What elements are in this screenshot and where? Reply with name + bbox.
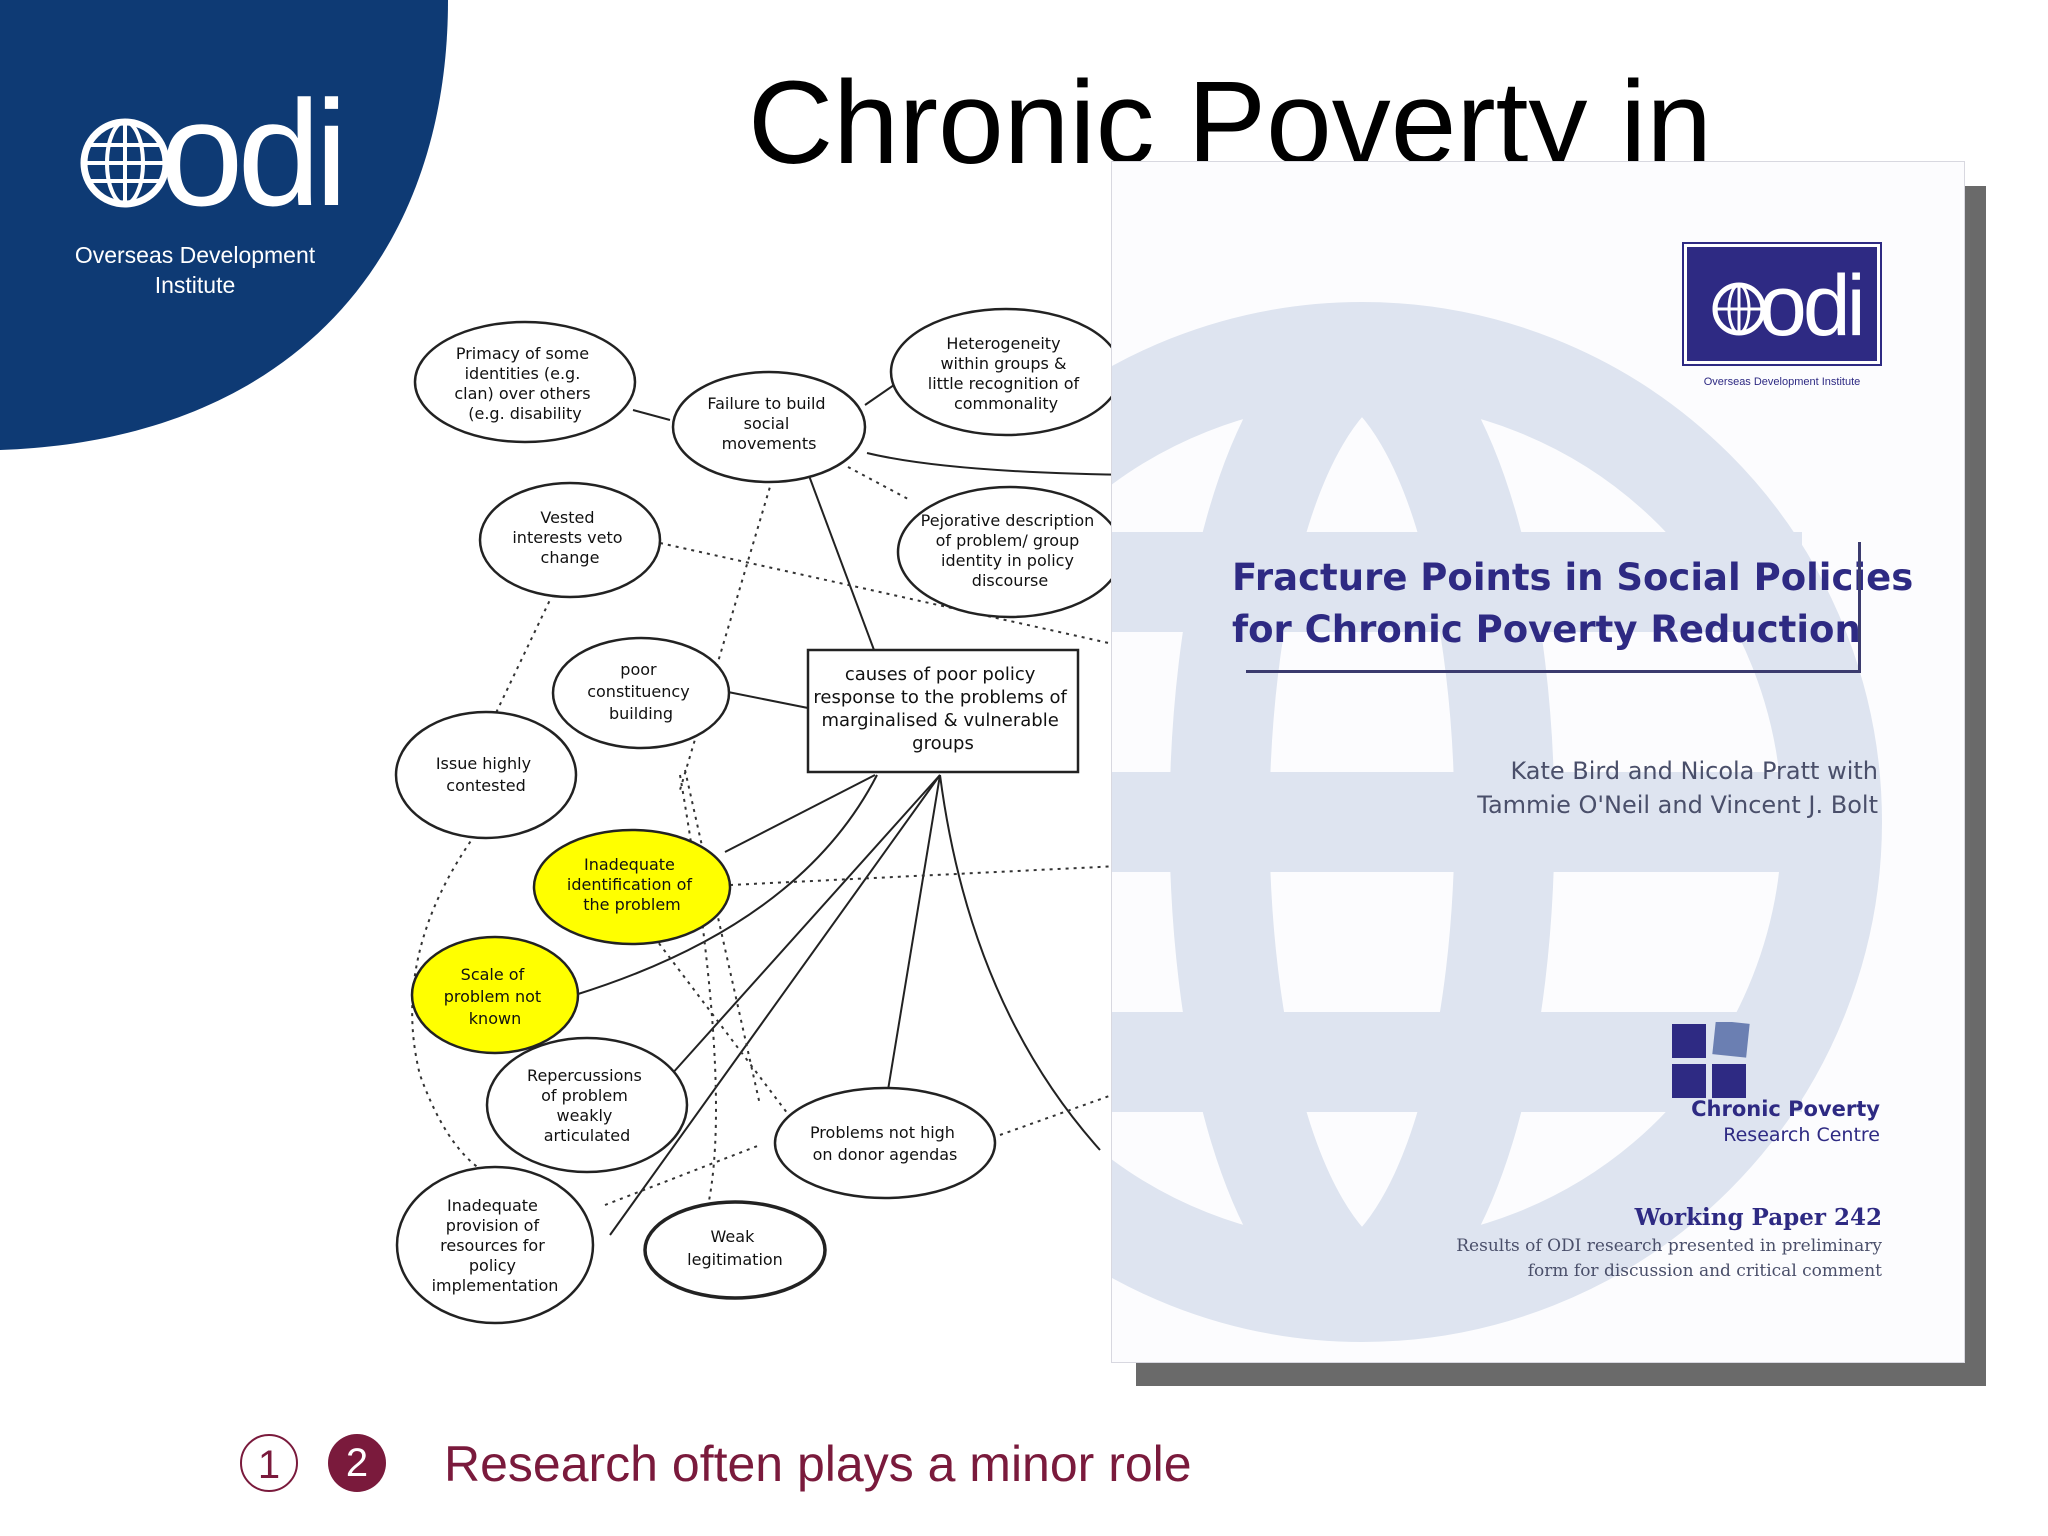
cprc-name: Chronic Poverty Research Centre <box>1552 1096 1880 1148</box>
node-primacy: Primacy of some identities (e.g. clan) o… <box>413 320 637 444</box>
svg-text:Problems not high on don: Problems not high on donor agendas <box>810 1123 960 1164</box>
cover-authors: Kate Bird and Nicola Pratt with Tammie O… <box>1312 754 1878 822</box>
cover-title: Fracture Points in Social Policies for C… <box>1232 552 1914 656</box>
node-inadequate-provision: Inadequate provision of resources for po… <box>395 1165 595 1325</box>
working-paper-info: Working Paper 242 Results of ODI researc… <box>1292 1202 1882 1284</box>
odi-corner-panel: odi <box>0 0 448 450</box>
cprc-logo-icon <box>1672 1022 1750 1098</box>
node-pejorative: Pejorative description of problem/ group… <box>896 485 1124 619</box>
svg-text:Pejorative description o: Pejorative description of problem/ group… <box>921 511 1100 590</box>
odi-globe-icon <box>80 118 170 208</box>
cprc-name-line2: Research Centre <box>1723 1124 1880 1146</box>
node-vested-interests: Vested interests veto change <box>478 481 662 599</box>
node-repercussions: Repercussions of problem weakly articula… <box>485 1036 689 1174</box>
odi-org-name-line2: Institute <box>154 272 236 298</box>
cover-title-vrule <box>1858 542 1861 673</box>
node-heterogeneity: Heterogeneity within groups & little rec… <box>889 307 1123 437</box>
cprc-name-line1: Chronic Poverty <box>1691 1097 1880 1121</box>
working-paper-cover: odi Overseas Development Institute Fract… <box>1112 162 1964 1362</box>
odi-org-name: Overseas Development Institute <box>70 240 320 300</box>
page-1-button[interactable]: 1 <box>240 1434 298 1492</box>
cover-odi-tag: Overseas Development Institute <box>1703 376 1861 388</box>
svg-text:Primacy of some identiti: Primacy of some identities (e.g. clan) o… <box>454 344 595 423</box>
svg-text:Inadequate provision of: Inadequate provision of resources for po… <box>432 1196 559 1295</box>
causes-diagram: causes of poor policy response to the pr… <box>394 307 1140 1325</box>
svg-text:Vested interests veto: Vested interests veto change <box>512 508 627 567</box>
svg-text:Repercussions of problem: Repercussions of problem weakly articula… <box>527 1066 647 1145</box>
svg-text:Heterogeneity within gro: Heterogeneity within groups & little rec… <box>928 334 1084 413</box>
node-donor-agendas: Problems not high on donor agendas <box>773 1086 997 1200</box>
node-issue-contested: Issue highly contested <box>394 710 578 840</box>
node-inadequate-identification: Inadequate identification of the problem <box>532 828 732 946</box>
node-failure-social-movements: Failure to build social movements <box>671 370 867 484</box>
svg-text:Scale of problem not: Scale of problem not known <box>444 965 547 1028</box>
svg-text:Issue highly contested: Issue highly contested <box>436 754 536 795</box>
node-constituency: poor constituency building <box>551 636 731 750</box>
cover-odi-globe-icon: odi <box>1712 258 1866 354</box>
cover-odi-logo: odi <box>1682 242 1882 366</box>
working-paper-title: Working Paper 242 <box>1634 1204 1882 1231</box>
cover-title-line1: Fracture Points in Social Policies <box>1232 556 1914 599</box>
cover-title-rule <box>1246 670 1860 673</box>
slide-caption: Research often plays a minor role <box>444 1436 1192 1492</box>
cover-authors-line1: Kate Bird and Nicola Pratt with <box>1510 757 1878 785</box>
cover-authors-line2: Tammie O'Neil and Vincent J. Bolt <box>1477 791 1878 819</box>
cover-odi-wordmark: odi <box>1759 258 1862 354</box>
page-2-button[interactable]: 2 <box>328 1434 386 1492</box>
odi-org-name-line1: Overseas Development <box>74 242 316 268</box>
svg-text:Weak legitimation: Weak legitimation <box>687 1227 783 1269</box>
odi-wordmark: odi <box>160 69 342 237</box>
node-scale-unknown: Scale of problem not known <box>410 935 580 1055</box>
svg-text:Failure to build social: Failure to build social movements <box>707 394 830 453</box>
central-cause-label: causes of poor policy response to the pr… <box>813 664 1072 754</box>
central-cause-box <box>806 648 1080 774</box>
svg-text:Inadequate identificatio: Inadequate identification of the problem <box>567 855 697 914</box>
svg-text:poor constituency: poor constituency building <box>587 660 695 723</box>
cover-title-line2: for Chronic Poverty Reduction <box>1232 608 1861 651</box>
working-paper-note-line2: form for discussion and critical comment <box>1527 1261 1882 1281</box>
working-paper-note-line1: Results of ODI research presented in pre… <box>1456 1236 1882 1256</box>
node-weak-legitimation: Weak legitimation <box>643 1200 827 1300</box>
